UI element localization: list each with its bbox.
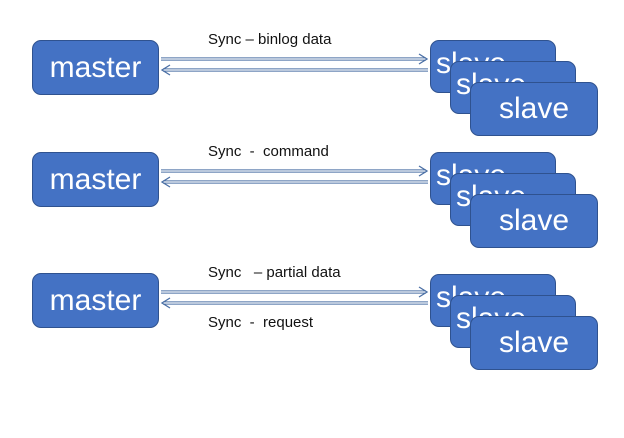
row-2-slave-front-label: slave xyxy=(498,204,570,237)
row-2-master-box: master xyxy=(32,152,159,207)
row-1-slave-front-label: slave xyxy=(498,92,570,125)
row-2-top-label: Sync - command xyxy=(208,143,329,160)
row-1-arrows xyxy=(160,53,429,76)
row-3-slave-front-label: slave xyxy=(498,326,570,359)
row-3-arrows xyxy=(160,286,429,309)
row-3-bottom-label: Sync - request xyxy=(208,314,314,331)
row-2-master-label: master xyxy=(49,162,142,196)
row-3-master-box: master xyxy=(32,273,159,328)
row-2-slave-front-box: slave xyxy=(470,194,598,248)
row-1-slave-front-box: slave xyxy=(470,82,598,136)
row-1-top-label: Sync – binlog data xyxy=(208,31,332,48)
row-2-arrows xyxy=(160,165,429,188)
row-3-top-label: Sync – partial data xyxy=(208,264,341,281)
row-3-slave-front-box: slave xyxy=(470,316,598,370)
row-1-master-label: master xyxy=(49,50,142,84)
row-1-master-box: master xyxy=(32,40,159,95)
row-3-master-label: master xyxy=(49,283,142,317)
